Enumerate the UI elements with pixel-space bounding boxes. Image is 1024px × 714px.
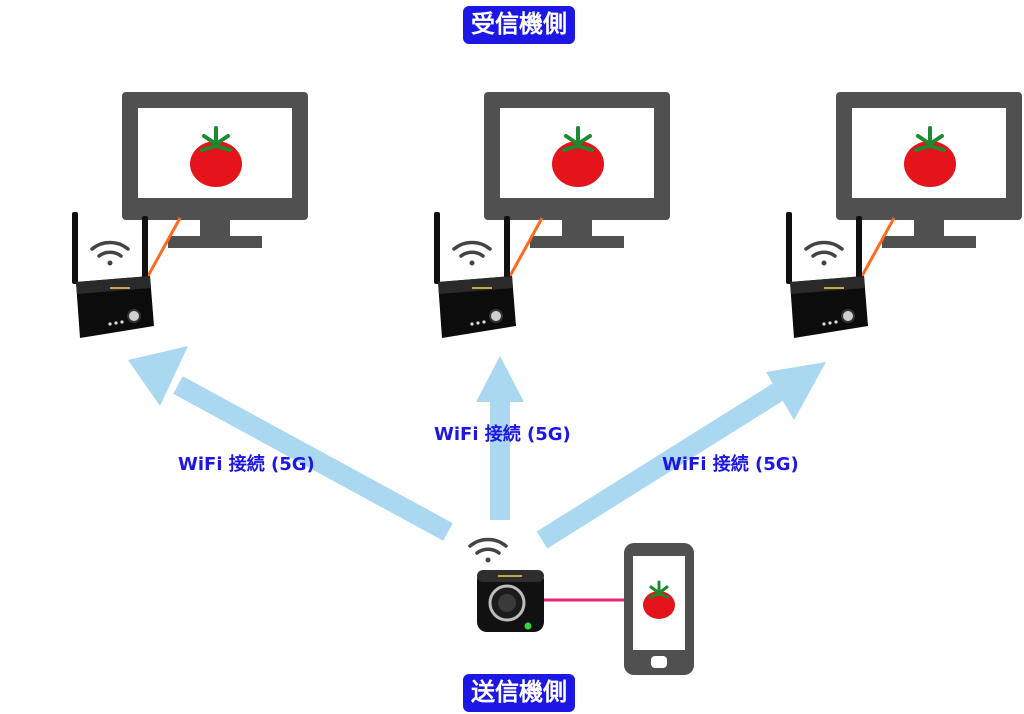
receiver-unit-center: [434, 92, 670, 338]
tomato-icon: [643, 580, 675, 619]
connection-label-left: WiFi 接続 (5G): [178, 454, 315, 475]
arrow-to-center-receiver: [476, 356, 524, 520]
wifi-icon: [468, 537, 508, 563]
tomato-icon: [904, 126, 956, 187]
sender-unit: [468, 537, 694, 675]
tomato-icon: [190, 126, 242, 187]
hdmi-cable: [146, 217, 182, 277]
connection-label-center: WiFi 接続 (5G): [434, 424, 571, 445]
wifi-icon: [804, 240, 844, 266]
hdmi-cable: [508, 217, 544, 277]
hdmi-cable: [860, 217, 896, 277]
sender-side-label: 送信機側: [463, 674, 575, 712]
sender-dongle-icon: [477, 570, 544, 632]
receiver-router-icon: [786, 212, 868, 338]
wifi-icon: [90, 240, 130, 266]
receiver-router-icon: [72, 212, 154, 338]
connection-label-right: WiFi 接続 (5G): [662, 454, 799, 475]
wifi-icon: [452, 240, 492, 266]
arrow-to-left-receiver: [128, 346, 453, 541]
receiver-unit-left: [72, 92, 308, 338]
receiver-side-label: 受信機側: [463, 6, 575, 44]
tomato-icon: [552, 126, 604, 187]
receiver-router-icon: [434, 212, 516, 338]
receiver-unit-right: [786, 92, 1022, 338]
arrow-to-right-receiver: [536, 362, 826, 549]
